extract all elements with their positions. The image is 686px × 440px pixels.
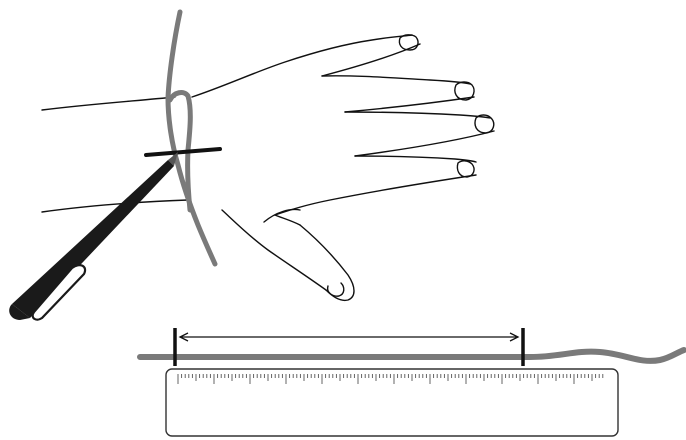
pen-mark-line [146,149,220,155]
ruler-body [166,369,618,436]
palm-crease [264,210,300,223]
string-measured-strand [140,350,684,361]
thumb-inner [222,210,326,290]
middle-finger-underside [345,97,474,112]
index-nail [399,35,418,50]
middle-finger-top [322,76,470,84]
ring-finger-top [345,112,490,118]
hand-icon [42,35,494,301]
thumb-nail [328,283,344,296]
hand-back-outline [192,35,412,97]
ring-finger-underside [355,131,494,156]
little-nail [457,161,474,177]
little-finger-underside [275,175,476,215]
thumb-base [275,215,300,225]
measurement-arrow-icon [175,328,523,366]
little-finger-top [355,156,476,162]
string-icon [168,12,215,264]
arm-upper-edge [42,97,175,110]
pen-body [12,160,174,318]
ruler-icon [166,369,618,436]
